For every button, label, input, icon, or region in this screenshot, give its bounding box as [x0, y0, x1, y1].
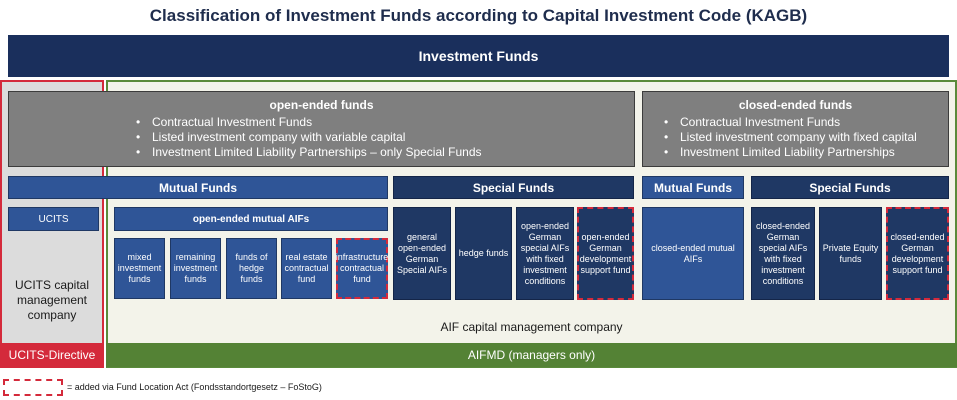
closed-development-support-fund-box: closed-ended German development support …	[886, 207, 949, 300]
closed-ended-funds-heading: closed-ended funds	[738, 98, 853, 112]
aifmd-bar: AIFMD (managers only)	[106, 343, 957, 367]
hedge-funds-box: hedge funds	[455, 207, 512, 300]
open-ended-item: Listed investment company with variable …	[136, 130, 634, 145]
open-ended-item: Contractual Investment Funds	[136, 115, 634, 130]
general-special-aifs-box: general open-ended German Special AIFs	[393, 207, 451, 300]
ucits-directive-bar: UCITS-Directive	[0, 343, 104, 367]
closed-ended-item: Contractual Investment Funds	[664, 115, 948, 130]
page-title: Classification of Investment Funds accor…	[149, 6, 808, 25]
open-special-aifs-fixed-conditions-box: open-ended German special AIFs with fixe…	[516, 207, 574, 300]
open-ended-item: Investment Limited Liability Partnership…	[136, 145, 634, 160]
investment-funds-banner: Investment Funds	[8, 35, 949, 77]
closed-mutual-funds-bar: Mutual Funds	[642, 176, 744, 199]
closed-ended-item: Investment Limited Liability Partnership…	[664, 145, 948, 160]
funds-of-hedge-funds-box: funds of hedge funds	[226, 238, 277, 299]
ucits-company-label: UCITS capital management company	[14, 278, 90, 322]
remaining-investment-funds-box: remaining investment funds	[170, 238, 221, 299]
private-equity-funds-box: Private Equity funds	[819, 207, 882, 300]
open-ended-funds-box: open-ended funds Contractual Investment …	[8, 91, 635, 167]
legend-text: = added via Fund Location Act (Fondsstan…	[67, 382, 322, 392]
open-development-support-fund-box: open-ended German development support fu…	[577, 207, 634, 300]
closed-mutual-aifs-box: closed-ended mutual AIFs	[642, 207, 744, 300]
closed-special-funds-bar: Special Funds	[751, 176, 949, 199]
open-ended-funds-list: Contractual Investment Funds Listed inve…	[136, 115, 634, 160]
infrastructure-contractual-fund-box: infrastructure contractual fund	[336, 238, 388, 299]
closed-ended-funds-list: Contractual Investment Funds Listed inve…	[664, 115, 948, 160]
mixed-investment-funds-box: mixed investment funds	[114, 238, 165, 299]
open-special-funds-bar: Special Funds	[393, 176, 634, 199]
closed-ended-item: Listed investment company with fixed cap…	[664, 130, 948, 145]
closed-special-aifs-fixed-conditions-box: closed-ended German special AIFs with fi…	[751, 207, 815, 300]
open-mutual-funds-bar: Mutual Funds	[8, 176, 388, 199]
open-ended-funds-heading: open-ended funds	[269, 98, 374, 112]
real-estate-contractual-fund-box: real estate contractual fund	[281, 238, 332, 299]
closed-ended-funds-box: closed-ended funds Contractual Investmen…	[642, 91, 949, 167]
ucits-box: UCITS	[8, 207, 99, 231]
legend-dashed-swatch	[3, 379, 63, 396]
open-mutual-aifs-bar: open-ended mutual AIFs	[114, 207, 388, 231]
aif-company-label: AIF capital management company	[440, 320, 623, 334]
